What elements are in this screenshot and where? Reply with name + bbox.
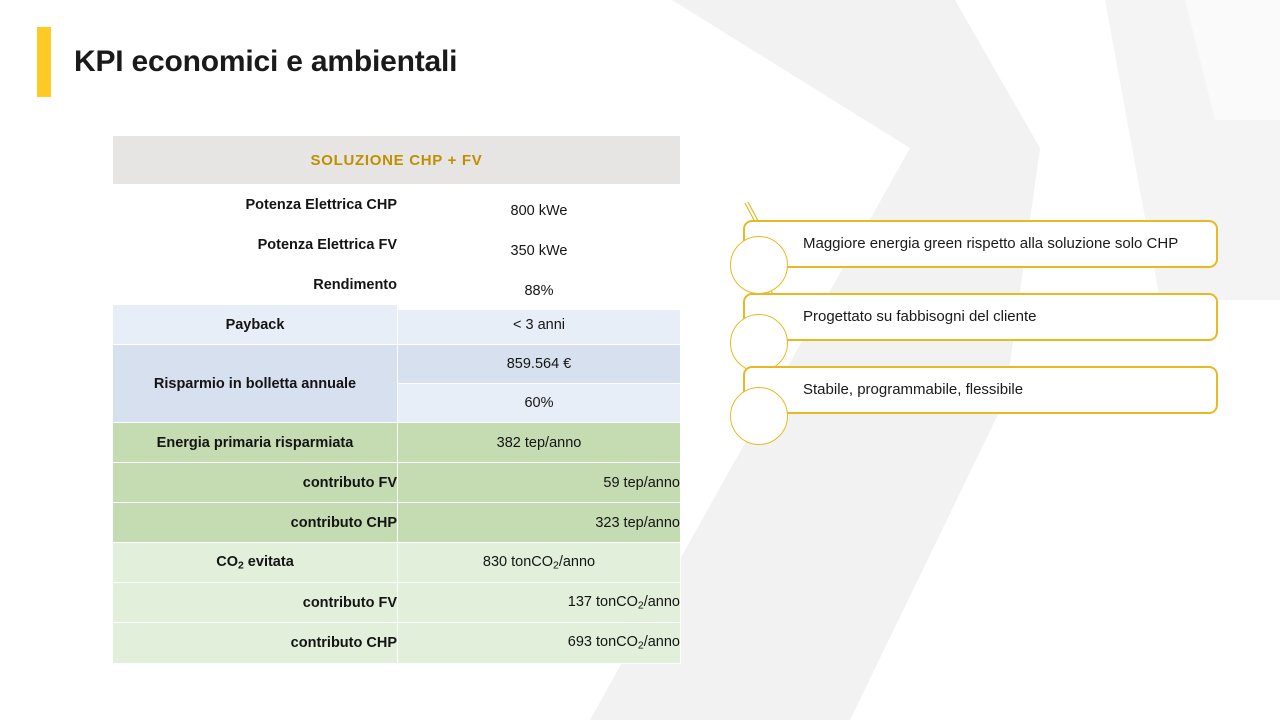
callout-text: Maggiore energia green rispetto alla sol… [803, 235, 1179, 253]
row-value: 137 tonCO2/anno [397, 582, 681, 623]
row-label: Energia primaria risparmiata [112, 422, 398, 463]
row-label: CO2 evitata [112, 542, 398, 583]
row-value: < 3 anni [397, 304, 681, 345]
title-accent-bar [37, 27, 51, 97]
table-row: Payback < 3 anni [112, 304, 681, 345]
row-value: 830 tonCO2/anno [397, 542, 681, 583]
row-label: contributo FV [112, 582, 398, 623]
row-value-text: 693 tonCO [567, 634, 638, 651]
subscript: 2 [553, 560, 559, 572]
row-value: 800 kWe [397, 190, 681, 231]
row-value-text: 830 tonCO [482, 553, 554, 570]
row-label: Risparmio in bolletta annuale [112, 344, 398, 423]
table-row: contributo FV 59 tep/anno [112, 462, 681, 503]
row-label: Payback [112, 304, 398, 345]
row-value-suffix: /anno [558, 553, 596, 570]
row-label: contributo CHP [112, 502, 398, 543]
kpi-table: SOLUZIONE CHP + FV Potenza Elettrica CHP… [112, 135, 681, 664]
row-label-text: CO [216, 553, 238, 570]
row-value: 88% [397, 270, 681, 311]
row-value: 350 kWe [397, 230, 681, 271]
table-row: Potenza Elettrica FV 350 kWe [112, 224, 681, 271]
chevron-shape-small [1185, 0, 1280, 120]
table-row: contributo CHP 693 tonCO2/anno [112, 622, 681, 664]
table-row: Potenza Elettrica CHP 800 kWe [112, 184, 681, 231]
row-label: contributo FV [112, 462, 398, 503]
callout-circle-icon [730, 314, 788, 372]
row-label: Potenza Elettrica FV [112, 224, 398, 265]
row-value: 859.564 € [397, 344, 681, 384]
subscript: 2 [237, 560, 244, 572]
table-row: Energia primaria risparmiata 382 tep/ann… [112, 422, 681, 463]
row-value: 59 tep/anno [397, 462, 681, 503]
callout-item-2[interactable]: Progettato su fabbisogni del cliente [715, 293, 1218, 372]
row-value: 60% [397, 383, 681, 423]
table-row: Risparmio in bolletta annuale 859.564 € [112, 344, 681, 423]
row-label: Rendimento [112, 264, 398, 305]
row-value: 693 tonCO2/anno [397, 622, 681, 664]
callout-circle-icon [730, 387, 788, 445]
table-row: CO2 evitata 830 tonCO2/anno [112, 542, 681, 583]
row-label: Potenza Elettrica CHP [112, 184, 398, 225]
row-value: 323 tep/anno [397, 502, 681, 543]
table-row: contributo FV 137 tonCO2/anno [112, 582, 681, 623]
row-label-suffix: evitata [243, 553, 294, 570]
row-value-suffix: /anno [643, 634, 680, 651]
table-row: Rendimento 88% [112, 264, 681, 311]
callout-list: Maggiore energia green rispetto alla sol… [715, 195, 1235, 445]
row-value: 382 tep/anno [397, 422, 681, 463]
row-value-suffix: /anno [643, 593, 680, 610]
table-row: contributo CHP 323 tep/anno [112, 502, 681, 543]
table-header-title: SOLUZIONE CHP + FV [112, 135, 681, 185]
row-label: contributo CHP [112, 622, 398, 664]
callout-item-3[interactable]: Stabile, programmabile, flessibile [715, 366, 1218, 445]
callout-item-1[interactable]: Maggiore energia green rispetto alla sol… [715, 220, 1218, 294]
page-title: KPI economici e ambientali [74, 45, 458, 78]
row-value-text: 137 tonCO [567, 593, 638, 610]
table-header-row: SOLUZIONE CHP + FV [112, 135, 681, 185]
callout-text: Progettato su fabbisogni del cliente [803, 308, 1037, 326]
title-block: KPI economici e ambientali [37, 27, 457, 97]
callout-text: Stabile, programmabile, flessibile [803, 381, 1024, 399]
callout-circle-icon [730, 236, 788, 294]
